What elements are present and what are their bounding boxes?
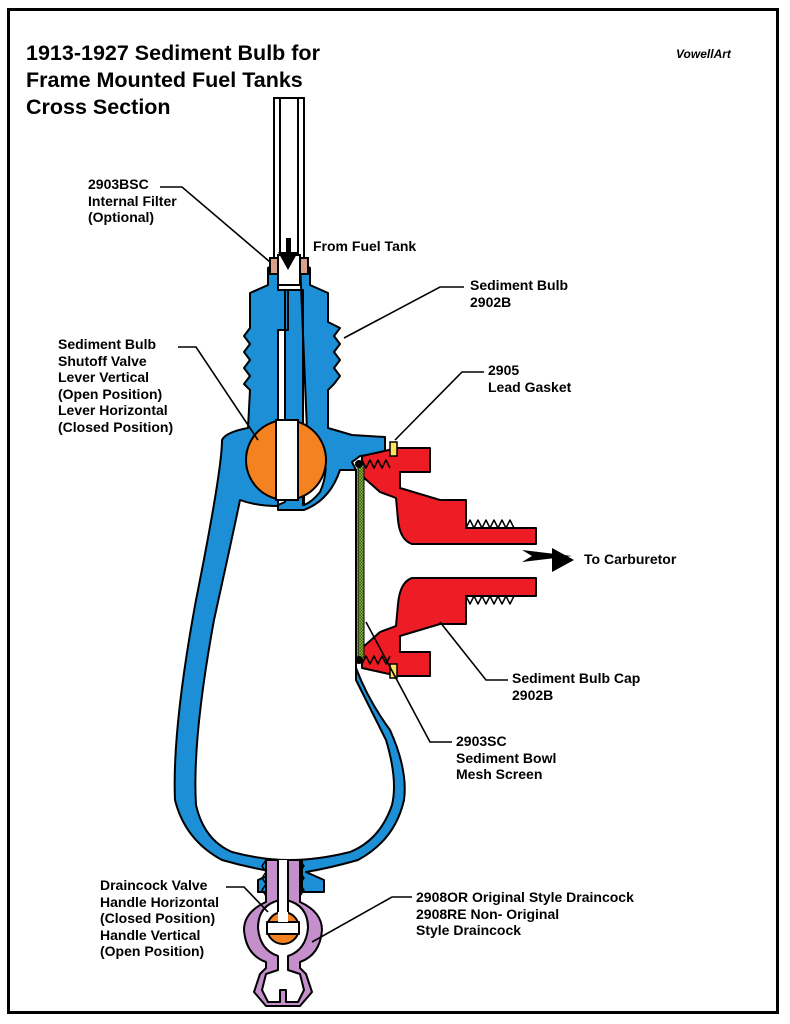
flow-label: From Fuel Tank	[313, 238, 417, 254]
label-line: Handle Vertical	[100, 926, 201, 943]
part-name: Lead Gasket	[488, 378, 572, 395]
label-line: (Closed Position)	[100, 910, 216, 926]
sediment-bulb-cap	[361, 447, 537, 677]
label-line: 2908OR Original Style Draincock	[416, 889, 634, 905]
leader-bulb-cap	[439, 621, 508, 681]
label-line: (Open Position)	[58, 385, 163, 402]
diagram-title: 1913-1927 Sediment Bulb for Frame Mounte…	[26, 40, 320, 121]
label-line: Sediment Bulb	[58, 336, 157, 352]
label-sediment-bulb: Sediment Bulb 2902B	[470, 277, 568, 310]
label-shutoff-valve: Sediment Bulb Shutoff Valve Lever Vertic…	[58, 336, 173, 435]
title-line-2: Frame Mounted Fuel Tanks	[26, 68, 303, 92]
lead-gasket	[389, 441, 398, 679]
label-line: 2908RE Non- Original	[416, 905, 560, 922]
draincock	[243, 859, 323, 1007]
bulb-neck-threads	[243, 321, 342, 391]
part-number: 2903BSC	[88, 176, 149, 192]
part-number: 2903SC	[456, 733, 507, 749]
label-from-fuel-tank: From Fuel Tank	[313, 238, 416, 255]
part-name: Mesh Screen	[456, 766, 543, 782]
leader-shutoff-valve	[178, 346, 259, 441]
part-name: Sediment Bulb	[470, 277, 569, 293]
leader-internal-filter	[160, 186, 271, 263]
part-number: 2902B	[470, 293, 512, 310]
part-name: Sediment Bulb Cap	[512, 670, 641, 686]
leader-sediment-bulb	[343, 286, 464, 339]
part-number: 2905	[488, 362, 520, 378]
fuel-inlet-tube	[269, 97, 309, 286]
part-name: Sediment Bowl	[456, 749, 557, 766]
part-number: 2902B	[512, 686, 554, 703]
label-line: (Closed Position)	[58, 418, 174, 435]
label-draincock-styles: 2908OR Original Style Draincock 2908RE N…	[416, 889, 634, 939]
title-line-1: 1913-1927 Sediment Bulb for	[26, 41, 320, 65]
label-draincock-valve: Draincock Valve Handle Horizontal (Close…	[100, 877, 219, 960]
label-line: (Open Position)	[100, 943, 205, 959]
label-internal-filter: 2903BSC Internal Filter (Optional)	[88, 176, 177, 226]
part-name: Internal Filter	[88, 192, 177, 209]
title-line-3: Cross Section	[26, 95, 171, 119]
leader-draincock-styles	[311, 896, 412, 943]
label-lead-gasket: 2905 Lead Gasket	[488, 362, 571, 395]
leader-lead-gasket	[394, 371, 484, 441]
label-line: Lever Vertical	[58, 369, 150, 385]
part-note: (Optional)	[88, 209, 155, 225]
label-mesh-screen: 2903SC Sediment Bowl Mesh Screen	[456, 733, 556, 783]
label-line: Style Draincock	[416, 922, 522, 938]
label-line: Handle Horizontal	[100, 893, 220, 910]
flow-label: To Carburetor	[584, 551, 677, 567]
label-line: Lever Horizontal	[58, 402, 168, 418]
leader-draincock-valve	[226, 886, 269, 913]
label-bulb-cap: Sediment Bulb Cap 2902B	[512, 670, 640, 703]
artist-credit: VowellArt	[676, 47, 731, 61]
leader-mesh-screen	[365, 621, 452, 743]
label-line: Draincock Valve	[100, 877, 208, 893]
page-border	[7, 8, 779, 1014]
mesh-screen	[355, 460, 365, 664]
sediment-bulb-body	[173, 261, 406, 893]
shutoff-valve	[245, 419, 327, 501]
label-to-carburetor: To Carburetor	[584, 551, 676, 568]
leader-lines	[160, 186, 508, 943]
fuel-flow-arrow-down	[278, 238, 298, 270]
carburetor-flow-arrow	[522, 548, 574, 572]
label-line: Shutoff Valve	[58, 352, 147, 369]
